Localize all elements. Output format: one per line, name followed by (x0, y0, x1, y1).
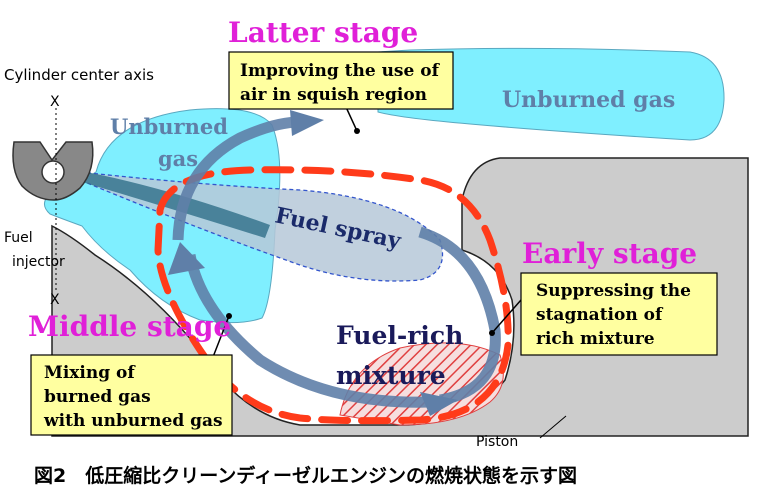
callout-dot-early (489, 330, 495, 336)
callout-leader-middle (212, 315, 230, 358)
fuel-injector (12, 141, 94, 201)
flow-arrow-latter (172, 110, 324, 241)
flow-arrow-middle (168, 242, 431, 408)
callout-box-latter (228, 51, 454, 110)
unburned-gas-left-label-2: gas (158, 146, 198, 171)
axis-mark-bottom: X (50, 292, 60, 308)
callout-box-middle (30, 354, 233, 436)
callout-dot-latter (354, 128, 360, 134)
callout-dot-middle (226, 313, 232, 319)
piston-label: Piston (476, 434, 518, 450)
unburned-gas-right-label: Unburned gas (502, 87, 675, 113)
figure-caption: 図2 低圧縮比クリーンディーゼルエンジンの燃焼状態を示す図 (34, 464, 577, 487)
fuel-injector-label-1: Fuel (4, 230, 33, 246)
spray-jet (75, 170, 270, 238)
early-stage-label: Early stage (522, 237, 697, 270)
callout-middle-line1: Mixing of (44, 363, 136, 383)
fuel-rich-label-1: Fuel-rich (336, 321, 463, 350)
callout-early-line3: rich mixture (536, 329, 655, 349)
piston-leader (539, 415, 567, 439)
callout-middle-line3: with unburned gas (43, 411, 223, 431)
cylinder-axis-label: Cylinder center axis (4, 66, 154, 84)
middle-stage-label: Middle stage (28, 310, 231, 343)
callout-latter-line1: Improving the use of (240, 61, 441, 81)
fuel-rich-label-2: mixture (336, 361, 446, 390)
unburned-gas-left-label-1: Unburned (110, 114, 228, 139)
callout-early-line1: Suppressing the (536, 281, 691, 301)
callout-leader-early (491, 299, 522, 334)
callout-box-early (520, 272, 718, 356)
unburned-gas-right-region (377, 47, 725, 141)
callout-middle-line2: burned gas (44, 387, 151, 407)
callout-latter-line2: air in squish region (240, 85, 427, 105)
latter-stage-label: Latter stage (228, 16, 418, 49)
fuel-injector-label-2: injector (12, 254, 65, 270)
callout-early-line2: stagnation of (536, 305, 664, 325)
axis-mark-top: X (50, 94, 60, 110)
